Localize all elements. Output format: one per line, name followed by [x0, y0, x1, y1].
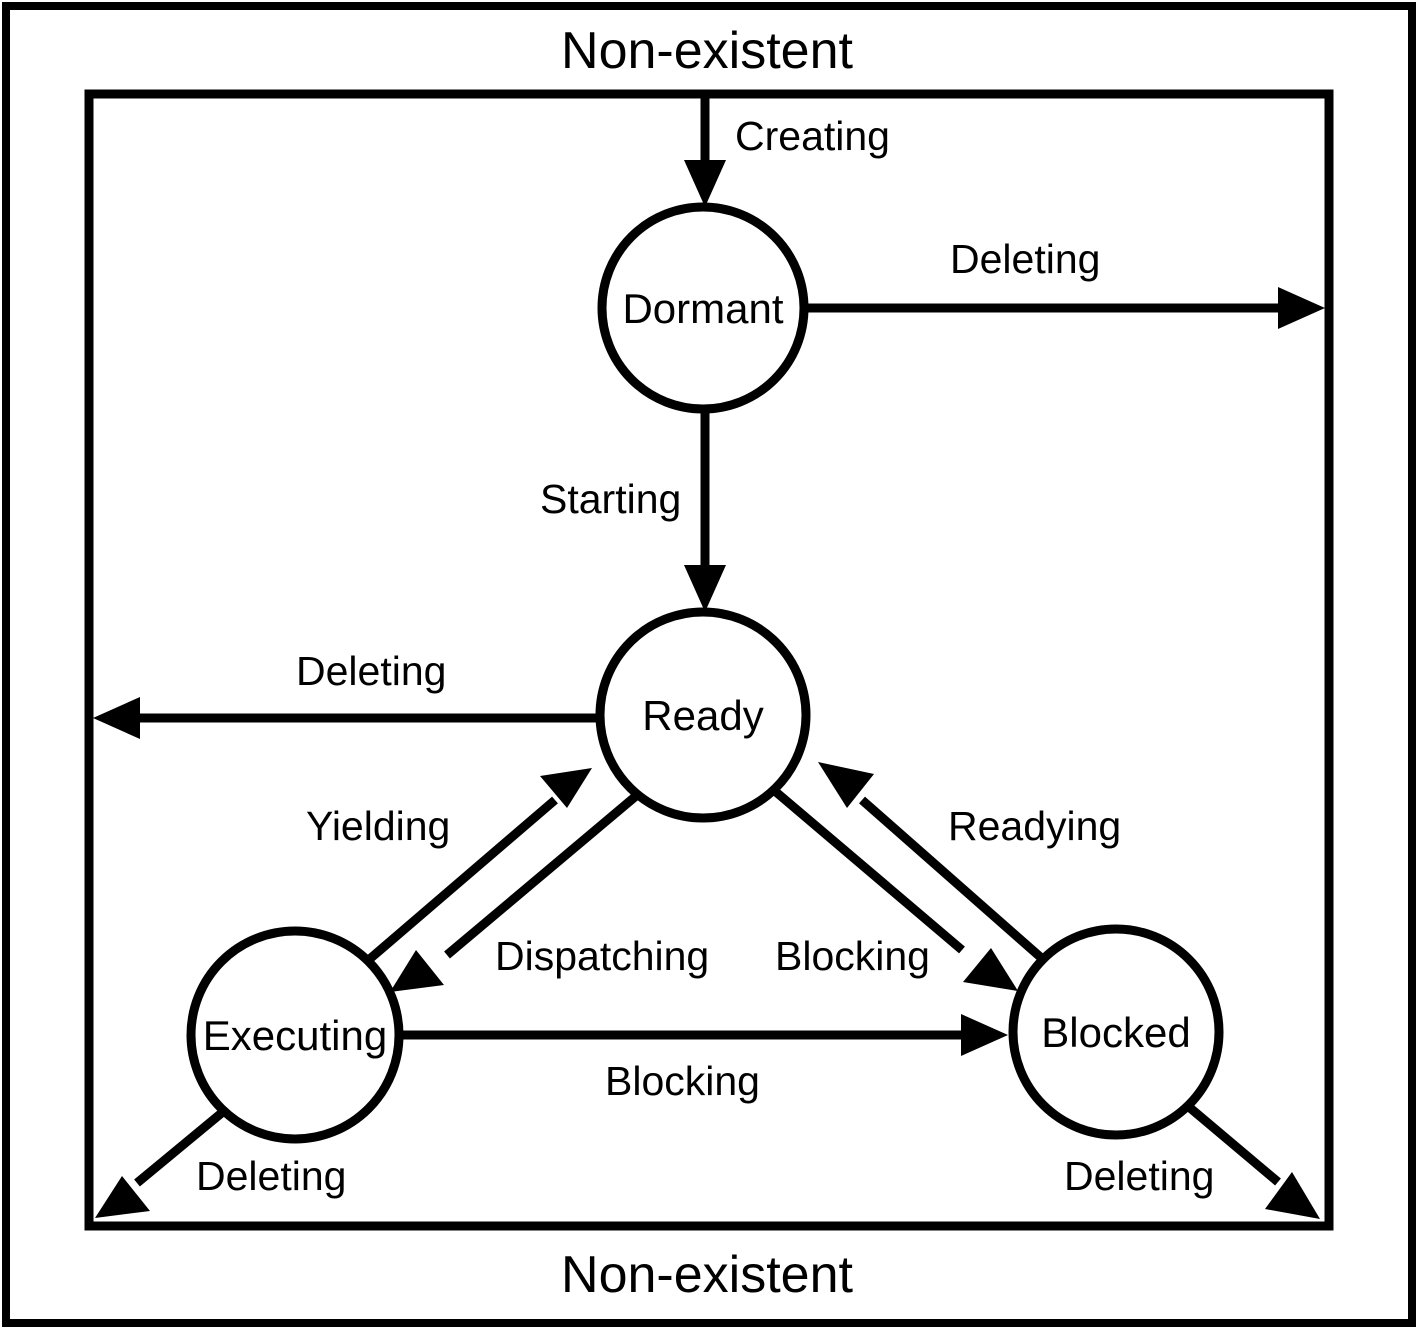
edge-deleting-ready [93, 697, 600, 739]
state-circle-blocked[interactable] [1008, 924, 1224, 1140]
edge-starting [684, 409, 726, 612]
state-node-ready[interactable]: Ready [595, 607, 811, 823]
edge-blocking-ready-arrowhead [963, 948, 1018, 991]
edge-deleting-dormant [805, 287, 1325, 329]
state-node-blocked[interactable]: Blocked [1008, 924, 1224, 1140]
edge-label-deleting-dormant: Deleting [950, 236, 1100, 282]
edge-blocking-ready-line [773, 788, 965, 954]
edge-deleting-blocked-arrowhead [1265, 1172, 1320, 1219]
edge-blocking-executing [400, 1014, 1008, 1056]
state-label-executing: Executing [203, 1012, 387, 1059]
edge-label-starting: Starting [540, 476, 681, 522]
edge-label-readying: Readying [948, 803, 1121, 849]
edge-label-blocking-ready: Blocking [775, 933, 930, 979]
edge-yielding-line [362, 796, 558, 967]
edge-yielding [362, 768, 592, 967]
edge-label-deleting-executing: Deleting [196, 1153, 346, 1199]
edge-deleting-blocked-line [1186, 1103, 1281, 1186]
edge-deleting-ready-arrowhead [93, 697, 140, 739]
state-circle-executing[interactable] [186, 926, 404, 1144]
edge-blocking-ready [773, 788, 1018, 991]
edge-label-creating: Creating [735, 113, 890, 159]
edge-creating [684, 96, 726, 207]
state-label-dormant: Dormant [622, 285, 783, 332]
edge-deleting-executing-arrowhead [95, 1176, 150, 1218]
edge-label-dispatching: Dispatching [495, 933, 709, 979]
edge-deleting-dormant-arrowhead [1278, 287, 1325, 329]
edge-deleting-blocked [1186, 1103, 1320, 1219]
edge-dispatching [390, 792, 639, 992]
edge-yielding-arrowhead [540, 768, 592, 808]
edge-label-blocking-executing: Blocking [605, 1058, 760, 1104]
state-node-dormant[interactable]: Dormant [597, 202, 809, 414]
state-label-ready: Ready [642, 692, 763, 739]
state-circle-dormant[interactable] [597, 202, 809, 414]
state-circle-ready[interactable] [595, 607, 811, 823]
state-label-blocked: Blocked [1041, 1009, 1190, 1056]
region-label-bottom: Non-existent [561, 1246, 853, 1304]
region-label-top: Non-existent [561, 22, 853, 80]
edge-deleting-executing-line [134, 1107, 227, 1187]
edge-label-deleting-ready: Deleting [296, 648, 446, 694]
edge-readying [818, 762, 1049, 966]
edge-creating-arrowhead [684, 160, 726, 207]
state-node-executing[interactable]: Executing [186, 926, 404, 1144]
edge-deleting-executing [95, 1107, 227, 1218]
edge-blocking-executing-arrowhead [961, 1014, 1008, 1056]
edge-dispatching-line [444, 792, 639, 959]
edge-readying-arrowhead [818, 762, 874, 808]
edge-starting-arrowhead [684, 565, 726, 612]
edge-label-deleting-blocked: Deleting [1064, 1153, 1214, 1199]
existing-region-frame [84, 89, 1334, 1231]
edge-label-yielding: Yielding [306, 803, 450, 849]
edge-dispatching-arrowhead [390, 950, 444, 992]
edge-readying-line [859, 796, 1049, 966]
